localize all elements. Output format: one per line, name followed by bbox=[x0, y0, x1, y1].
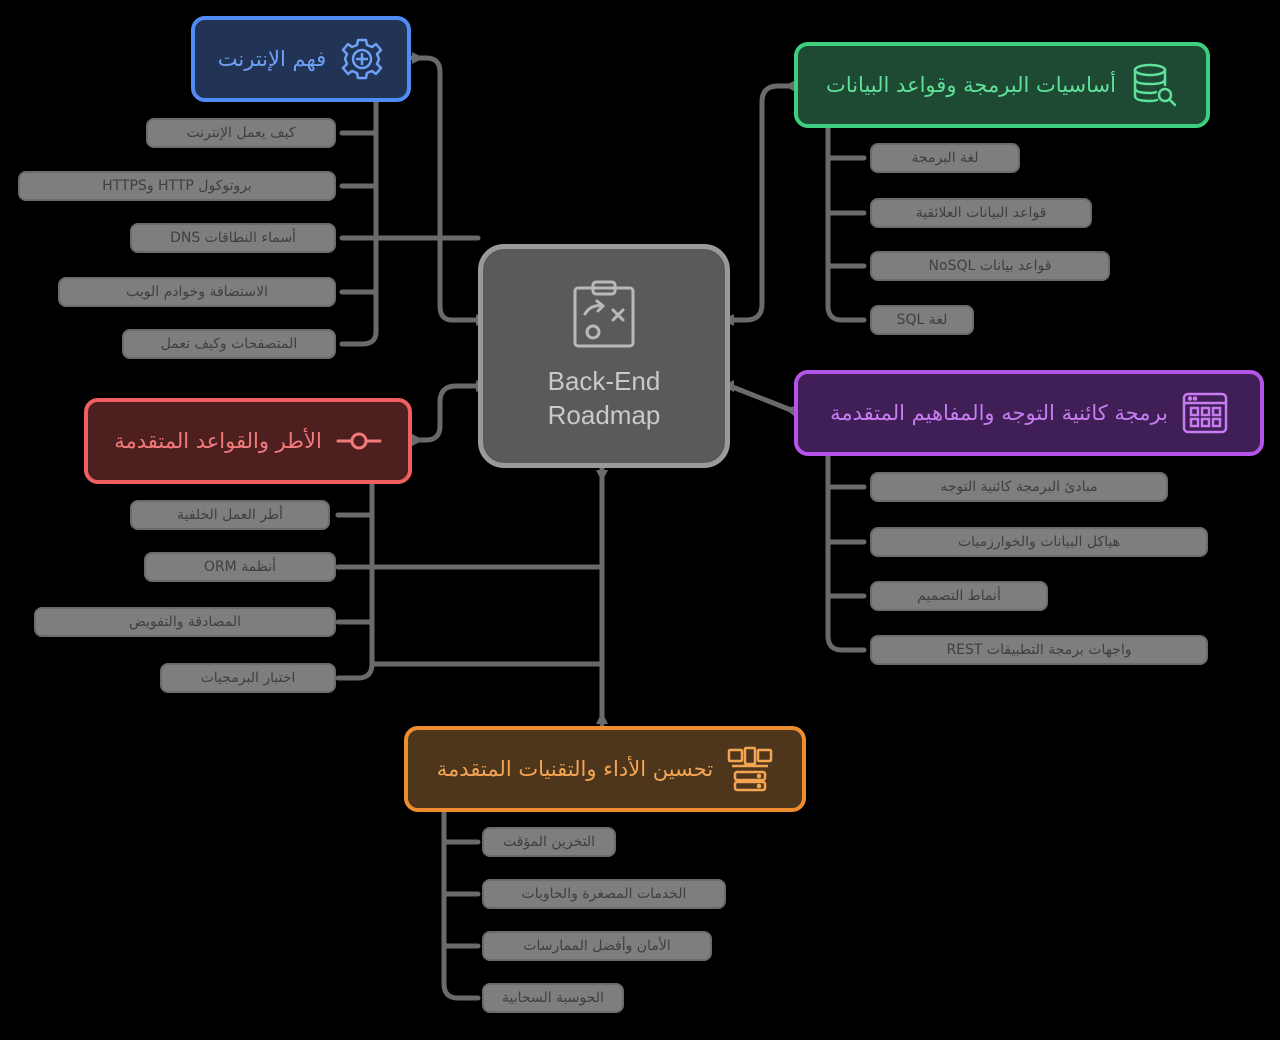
leaf-performance-4[interactable]: الحوسبة السحابية bbox=[482, 983, 624, 1013]
leaf-internet-5[interactable]: المتصفحات وكيف تعمل bbox=[122, 329, 336, 359]
leaf-programming-1[interactable]: لغة البرمجة bbox=[870, 143, 1020, 173]
leaf-programming-3[interactable]: قواعد بيانات NoSQL bbox=[870, 251, 1110, 281]
leaf-performance-3[interactable]: الأمان وأفضل الممارسات bbox=[482, 931, 712, 961]
leaf-frameworks-3[interactable]: المصادقة والتفويض bbox=[34, 607, 336, 637]
branch-internet-node[interactable]: فهم الإنترنت bbox=[191, 16, 411, 102]
leaf-performance-1[interactable]: التخزين المؤقت bbox=[482, 827, 616, 857]
leaf-oop-3[interactable]: أنماط التصميم bbox=[870, 581, 1048, 611]
leaf-frameworks-1[interactable]: أطر العمل الخلفية bbox=[130, 500, 330, 530]
leaf-internet-2[interactable]: بروتوكول HTTP وHTTPS bbox=[18, 171, 336, 201]
server-devices-icon bbox=[727, 746, 773, 792]
branch-frameworks-node[interactable]: الأطر والقواعد المتقدمة bbox=[84, 398, 412, 484]
app-grid-icon bbox=[1182, 392, 1228, 434]
branch-internet-label: فهم الإنترنت bbox=[217, 47, 327, 71]
center-node[interactable]: Back-End Roadmap bbox=[478, 244, 730, 468]
center-title-line2: Roadmap bbox=[547, 400, 661, 430]
branch-performance-node[interactable]: تحسين الأداء والتقنيات المتقدمة bbox=[404, 726, 806, 812]
branch-oop-label: برمجة كائنية التوجه والمفاهيم المتقدمة bbox=[830, 401, 1168, 425]
branch-oop-node[interactable]: برمجة كائنية التوجه والمفاهيم المتقدمة bbox=[794, 370, 1264, 456]
branch-performance-label: تحسين الأداء والتقنيات المتقدمة bbox=[436, 757, 714, 781]
settings-gear-icon bbox=[341, 38, 383, 80]
leaf-oop-2[interactable]: هياكل البيانات والخوارزميات bbox=[870, 527, 1208, 557]
leaf-frameworks-2[interactable]: أنظمة ORM bbox=[144, 552, 336, 582]
branch-programming-node[interactable]: أساسيات البرمجة وقواعد البيانات bbox=[794, 42, 1210, 128]
center-title-line1: Back-End bbox=[547, 366, 661, 396]
branch-frameworks-label: الأطر والقواعد المتقدمة bbox=[114, 429, 322, 453]
leaf-performance-2[interactable]: الخدمات المصغرة والحاويات bbox=[482, 879, 726, 909]
leaf-oop-1[interactable]: مبادئ البرمجة كائنية التوجه bbox=[870, 472, 1168, 502]
leaf-programming-4[interactable]: لغة SQL bbox=[870, 305, 974, 335]
leaf-internet-3[interactable]: أسماء النطاقات DNS bbox=[130, 223, 336, 253]
leaf-programming-2[interactable]: قواعد البيانات العلائقية bbox=[870, 198, 1092, 228]
strategy-clipboard-icon bbox=[573, 280, 635, 348]
branch-programming-label: أساسيات البرمجة وقواعد البيانات bbox=[826, 73, 1116, 97]
leaf-frameworks-4[interactable]: اختبار البرمجيات bbox=[160, 663, 336, 693]
leaf-internet-1[interactable]: كيف يعمل الإنترنت bbox=[146, 118, 336, 148]
database-search-icon bbox=[1133, 63, 1177, 107]
leaf-oop-4[interactable]: واجهات برمجة التطبيقات REST bbox=[870, 635, 1208, 665]
leaf-internet-4[interactable]: الاستضافة وخوادم الويب bbox=[58, 277, 336, 307]
commit-node-icon bbox=[336, 432, 382, 450]
